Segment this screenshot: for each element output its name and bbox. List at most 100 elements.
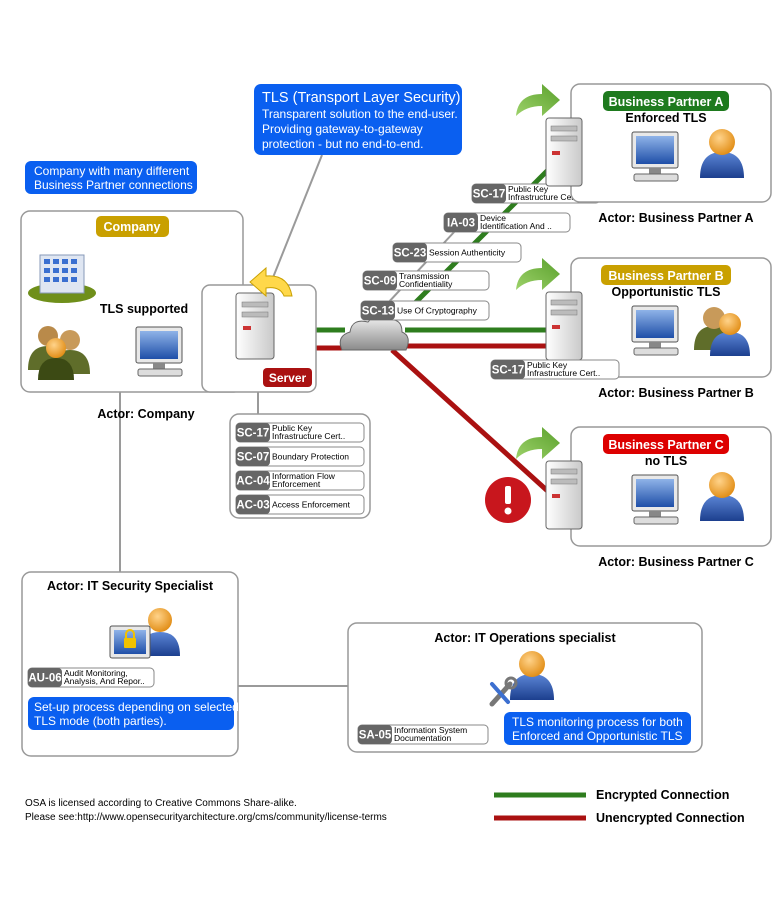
return-arrow-icon: [249, 266, 293, 298]
chain-control-3-name: Session Authenticity: [429, 248, 506, 258]
tls-note-line-3: protection - but no end-to-end.: [262, 137, 423, 151]
company-box: Company TLS supported: [20, 210, 244, 393]
server-label: Server: [269, 371, 307, 385]
security-specialist-icon: [109, 608, 180, 659]
tls-note-line-1: Transparent solution to the end-user.: [262, 107, 458, 121]
operations-control-id: SA-05: [359, 730, 392, 742]
company-header: Company: [104, 220, 161, 234]
chain-control-1-id: SC-17: [473, 189, 506, 201]
partner-b-control-id: SC-17: [492, 365, 525, 377]
server-control-3-name-line-1: Information Flow: [272, 471, 336, 481]
company-status: TLS supported: [100, 302, 188, 316]
chain-control-1-name-line-1: Public Key: [508, 184, 549, 194]
server-control-3-name-line-2: Enforcement: [272, 479, 321, 489]
setup-note-line-1: Set-up process depending on selected: [34, 700, 239, 714]
chain-control-4-name-line-1: Transmission: [399, 271, 449, 281]
partner-b-server-icon: [545, 291, 583, 361]
server-control-3-id: AC-04: [236, 476, 270, 488]
chain-control-2-name-line-1: Device: [480, 213, 506, 223]
partner-b-actor: Actor: Business Partner B: [598, 386, 754, 400]
operations-actor: Actor: IT Operations specialist: [434, 631, 616, 645]
wrench-icon: [489, 676, 518, 707]
server-control-1-name-line-2: Infrastructure Cert..: [272, 431, 345, 441]
tls-note-line-2: Providing gateway-to-gateway: [262, 122, 423, 136]
partner-b-header-badge: [601, 265, 731, 285]
company-note-line-1: Company with many different: [34, 164, 190, 178]
chain-control-2-name-line-2: Identification And ..: [480, 221, 552, 231]
company-note: Company with many different Business Par…: [25, 161, 197, 194]
partner-c-actor: Actor: Business Partner C: [598, 555, 754, 569]
operations-control-name-line-2: Documentation: [394, 733, 451, 743]
partner-c-forward-arrow-icon: [516, 427, 560, 459]
company-note-line-2: Business Partner connections: [34, 178, 193, 192]
partner-b-computer-icon: [631, 305, 679, 356]
computer-icon: [135, 326, 183, 377]
chain-control-2-id: IA-03: [447, 218, 475, 230]
monitoring-note-line-1: TLS monitoring process for both: [512, 715, 683, 729]
partner-c-user-icon: [700, 472, 744, 521]
license-line-1: OSA is licensed according to Creative Co…: [25, 798, 297, 809]
partner-a-header: Business Partner A: [609, 95, 724, 109]
partner-b-user-icon: [694, 307, 750, 356]
partner-c-header-badge: [603, 434, 729, 454]
legend: Encrypted Connection Unencrypted Connect…: [494, 788, 745, 825]
partner-a-forward-arrow-icon: [516, 84, 560, 116]
partner-a-computer-icon: [631, 131, 679, 182]
security-control-name-line-1: Audit Monitoring,: [64, 668, 128, 678]
license-line-2: Please see:http://www.opensecurityarchit…: [25, 812, 387, 823]
company-actor: Actor: Company: [97, 407, 194, 421]
server-control-2-name: Boundary Protection: [272, 452, 349, 462]
legend-encrypted-label: Encrypted Connection: [596, 788, 729, 802]
operations-control-name-line-1: Information System: [394, 725, 467, 735]
tls-note: TLS (Transport Layer Security) Transpare…: [254, 84, 462, 155]
security-control-id: AU-06: [28, 673, 61, 685]
chain-control-1-name-line-2: Infrastructure Cert..: [508, 192, 581, 202]
tls-note-title: TLS (Transport Layer Security): [262, 90, 461, 106]
partner-c-header: Business Partner C: [608, 438, 723, 452]
partner-b-header: Business Partner B: [608, 269, 723, 283]
server-control-4-id: AC-03: [236, 500, 269, 512]
chain-control-5-name: Use Of Cryptography: [397, 306, 478, 316]
partner-b-control-name-line-2: Infrastructure Cert..: [527, 368, 600, 378]
user-group-icon: [28, 326, 90, 380]
partner-c-computer-icon: [631, 474, 679, 525]
legend-unencrypted-label: Unencrypted Connection: [596, 811, 745, 825]
monitoring-note-line-2: Enforced and Opportunistic TLS: [512, 729, 683, 743]
chain-control-5-id: SC-13: [362, 306, 395, 318]
chain-control-3-id: SC-23: [394, 248, 427, 260]
partner-a-actor: Actor: Business Partner A: [598, 211, 753, 225]
building-icon: [28, 254, 96, 303]
partner-c-status: no TLS: [645, 454, 687, 468]
partner-c-box: Business Partner C no TLS: [516, 426, 772, 547]
warning-icon: [485, 477, 531, 523]
security-actor: Actor: IT Security Specialist: [47, 579, 214, 593]
partner-b-status: Opportunistic TLS: [611, 285, 720, 299]
chain-control-4-name-line-2: Confidentiality: [399, 279, 453, 289]
partner-a-user-icon: [700, 129, 744, 178]
security-control-name-line-2: Analysis, And Repor..: [64, 676, 145, 686]
partner-b-forward-arrow-icon: [516, 258, 560, 290]
cloud-icon: [339, 316, 409, 351]
setup-note-line-2: TLS mode (both parties).: [34, 714, 167, 728]
server-control-1-id: SC-17: [237, 428, 270, 440]
partner-a-server-icon: [545, 117, 583, 187]
partner-b-box: Business Partner B Opportunistic TLS: [516, 257, 772, 378]
partner-b-control-name-line-1: Public Key: [527, 360, 568, 370]
server-box: Server: [201, 266, 317, 393]
